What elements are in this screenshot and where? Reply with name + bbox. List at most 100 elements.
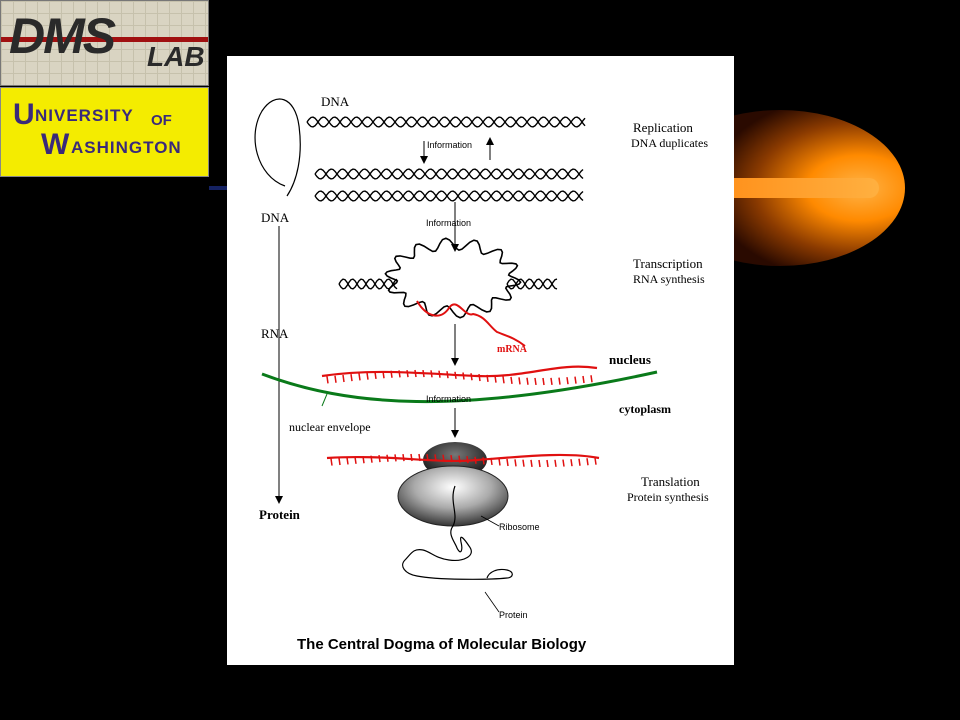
diagram-graphics [254,98,658,613]
nucleus-mrna-tick [590,375,593,383]
label-mrna: mRNA [497,344,527,355]
translation-mrna-tick [466,456,469,464]
nucleus-mrna-tick [486,374,489,382]
nucleus-mrna-tick [582,375,585,384]
dna-helix-transcription-left-strand-1 [338,278,398,290]
nucleus-mrna-tick [526,377,529,385]
translation-mrna-tick [530,459,533,468]
central-dogma-diagram: DNA Information Replication DNA duplicat… [227,56,734,665]
nucleus-mrna-tick [350,374,353,382]
translation-mrna-tick [410,453,413,462]
nuclear-envelope-pointer [321,393,328,407]
translation-mrna-tick [394,454,397,462]
label-replication-sub: DNA duplicates [631,136,708,150]
nucleus-mrna-tick [454,371,457,379]
nucleus-mrna-tick [406,369,409,378]
nucleus-mrna-tick [566,377,569,385]
nucleus-mrna-tick [430,370,433,378]
dna-helix-top-strand-1 [306,116,586,128]
label-information-1: Information [427,140,473,150]
nucleus-mrna-tick [438,370,441,378]
dna-helix-replicated-1-strand-1 [314,168,584,180]
label-nucleus: nucleus [609,352,651,367]
translation-mrna-tick [426,454,429,462]
label-dna-left: DNA [261,210,290,225]
nuclear-envelope [261,370,658,404]
nucleus-mrna-tick [374,371,377,379]
label-information-2: Information [426,218,472,228]
nucleus-mrna-tick [558,377,561,385]
nucleus-mrna-tick [470,373,473,381]
dna-helix-transcription-left-strand-2 [338,278,398,290]
nucleus-mrna-tick [342,374,345,383]
nucleus-mrna-tick [494,375,497,383]
translation-mrna-tick [458,455,461,463]
label-protein-left: Protein [259,507,300,522]
replication-loop [254,98,301,197]
uw-logo-of: OF [151,112,172,129]
translation-mrna-tick [522,459,525,467]
translation-mrna-tick [578,458,581,466]
translation-mrna-tick [378,455,381,463]
translation-mrna-tick [346,457,349,465]
nucleus-mrna-tick [398,370,401,378]
dna-helix-transcription-right-strand-2 [506,278,558,290]
label-ribosome: Ribosome [499,522,540,532]
label-dna-top: DNA [321,94,350,109]
translation-mrna-tick [538,459,541,468]
uw-logo-w: W [41,128,70,161]
translation-mrna-tick [594,457,597,465]
translation-mrna-tick [586,458,589,466]
nucleus-mrna-tick [542,377,545,386]
nucleus-mrna-tick [534,377,537,386]
label-rna-left: RNA [261,326,289,341]
translation-mrna-tick [402,454,405,462]
nucleus-mrna-tick [382,371,385,379]
mrna-codon-ticks [326,369,593,386]
uw-logo-niversity: NIVERSITY [35,106,134,125]
translation-mrna-tick [450,455,453,463]
nucleus-mrna-tick [478,373,481,382]
university-of-washington-logo: U NIVERSITY OF W ASHINGTON [0,87,209,177]
label-transcription-title: Transcription [633,256,703,271]
uw-logo-u: U [13,98,35,131]
translation-mrna-tick [362,456,365,464]
nucleus-mrna [321,365,598,378]
translation-mrna [326,453,600,463]
translation-mrna-tick [474,456,477,464]
nucleus-mrna-tick [326,376,329,384]
translation-mrna-tick [418,453,421,462]
label-transcription-sub: RNA synthesis [633,272,705,286]
translation-mrna-tick [434,454,437,462]
dna-helix-replicated-2-strand-2 [314,190,584,202]
ribosome-pointer [480,515,500,527]
translation-mrna-tick [442,454,445,462]
nucleus-mrna-tick [518,377,521,385]
translation-mrna-tick [338,457,341,466]
translation-codon-ticks [330,453,597,468]
dms-logo-text: DMS [9,8,116,64]
translation-mrna-tick [370,455,373,463]
nucleus-mrna-tick [366,372,369,380]
dna-helix-top-strand-2 [306,116,586,128]
nucleus-mrna-tick [422,369,425,378]
translation-mrna-tick [570,459,573,467]
label-information-3: Information [426,394,472,404]
translation-mrna-tick [498,458,501,466]
translation-mrna-tick [490,457,493,466]
nucleus-mrna-tick [334,375,337,383]
nucleus-mrna-tick [390,370,393,378]
translation-mrna-tick [514,459,517,467]
translation-mrna-tick [354,456,357,464]
dms-lab-logo: DMS LAB [0,0,209,86]
dna-helix-replicated-2-strand-1 [314,190,584,202]
protein-pointer [484,591,500,613]
uw-logo-ashington: ASHINGTON [71,138,182,157]
nucleus-mrna-tick [414,369,417,378]
nucleus-mrna-tick [510,376,513,385]
nucleus-mrna-tick [446,371,449,379]
nucleus-mrna-tick [550,377,553,385]
translation-mrna-tick [562,459,565,467]
dna-helix-replicated-1-strand-2 [314,168,584,180]
nucleus-mrna-tick [462,372,465,380]
